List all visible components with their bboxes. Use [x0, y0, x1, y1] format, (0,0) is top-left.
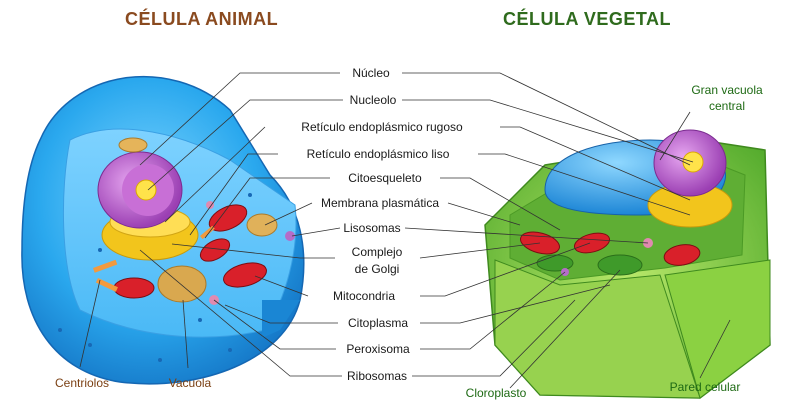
animal-vacuole-shape: [246, 213, 278, 237]
label-citoplasma: Citoplasma: [347, 316, 409, 330]
label-ribosomas: Ribosomas: [346, 369, 408, 383]
leader-rel-animal: [189, 153, 278, 236]
animal-mitochondrion: [223, 262, 267, 288]
leader-lines: [79, 72, 731, 389]
leader-membrana-animal: [264, 202, 313, 226]
leader-membrana-plant: [447, 202, 521, 226]
plant-mitochondrion: [573, 232, 611, 254]
label-cloroplasto: Cloroplasto: [465, 386, 527, 400]
animal-ribosome: [58, 328, 62, 332]
animal-vacuole-shape: [118, 137, 148, 153]
animal-ribosome: [198, 318, 202, 322]
animal-mitochondrion: [113, 277, 155, 299]
plant-cell-wall-front: [494, 259, 701, 399]
label-vacuola: Vacuola: [168, 376, 212, 390]
leader-cloroplasto: [509, 269, 621, 389]
leader-ribosomas-plant: [412, 299, 576, 377]
plant-chloroplast: [536, 254, 574, 272]
label-peroxisoma: Peroxisoma: [346, 342, 410, 356]
leader-citoplasma-animal: [224, 304, 338, 324]
animal-mitochondria: [113, 204, 267, 299]
leader-nucleo-animal: [139, 72, 340, 166]
animal-centriole: [199, 225, 215, 240]
label-nucleo: Núcleo: [352, 66, 390, 80]
leader-centriolos: [79, 279, 101, 368]
leader-rer-animal: [164, 126, 266, 223]
animal-mitochondrion: [199, 238, 231, 262]
animal-ribosome: [248, 193, 252, 197]
title-animal-cell: CÉLULA ANIMAL: [125, 9, 279, 29]
leader-citoplasma-plant: [420, 284, 611, 324]
label-central: central: [708, 99, 746, 113]
leader-golgi-plant: [419, 242, 541, 259]
leader-nucleolo-plant: [402, 99, 694, 163]
label-lisosomas: Lisosomas: [343, 221, 401, 235]
leader-nucleo-plant: [402, 72, 691, 166]
plant-mitochondrion: [663, 244, 701, 266]
label-pared-celular: Pared celular: [669, 380, 741, 394]
plant-cell-wall-side: [664, 259, 771, 399]
label-reticulo-rugoso: Retículo endoplásmico rugoso: [301, 120, 463, 134]
leader-mitocondria-plant: [420, 242, 591, 297]
animal-nucleolus-shape: [135, 179, 157, 201]
label-nucleolo: Nucleolo: [349, 93, 397, 107]
leader-vacuola: [182, 299, 189, 369]
leader-mitocondria-animal: [254, 275, 309, 297]
leader-citoesqueleto-animal: [204, 177, 330, 239]
label-centriolos: Centriolos: [54, 376, 110, 390]
label-gran-vacuola: Gran vacuola: [691, 83, 763, 97]
label-mitocondria: Mitocondria: [332, 289, 396, 303]
label-citoesqueleto: Citoesqueleto: [348, 171, 422, 185]
animal-peroxisome: [285, 231, 295, 241]
leader-ribosomas-animal: [139, 249, 342, 377]
leader-lisosomas-animal: [291, 227, 341, 237]
leader-golgi-animal: [171, 243, 335, 259]
animal-ribosome: [158, 358, 162, 362]
title-plant-cell: CÉLULA VEGETAL: [503, 9, 671, 29]
leader-rer-plant: [500, 126, 691, 201]
animal-mitochondrion: [208, 204, 248, 232]
leader-gran-vacuola: [659, 111, 691, 161]
animal-lysosome: [206, 201, 214, 209]
plant-cell: [484, 129, 771, 399]
animal-centrioles: [93, 225, 215, 292]
leader-rel-plant: [478, 153, 691, 216]
animal-ribosome: [228, 348, 232, 352]
label-complejo: Complejo: [351, 245, 403, 259]
animal-membrane-edge: [262, 300, 300, 338]
leader-citoesqueleto-plant: [440, 177, 561, 231]
label-de-golgi: de Golgi: [354, 262, 400, 276]
animal-cell: [21, 75, 305, 385]
animal-ribosomes: [58, 193, 252, 362]
label-membrana-plasmatica: Membrana plasmática: [320, 196, 440, 210]
plant-chloroplast: [597, 254, 643, 276]
leader-nucleolo-animal: [147, 99, 343, 191]
label-reticulo-liso: Retículo endoplásmico liso: [306, 147, 450, 161]
animal-ribosome: [98, 248, 102, 252]
leader-peroxisoma-animal: [213, 299, 336, 350]
leader-peroxisoma-plant: [420, 271, 566, 350]
leader-pared: [699, 319, 731, 379]
animal-centriole: [95, 278, 118, 292]
animal-ribosome: [88, 343, 92, 347]
leader-lisosomas-plant: [404, 227, 649, 244]
animal-centriole: [93, 259, 118, 273]
